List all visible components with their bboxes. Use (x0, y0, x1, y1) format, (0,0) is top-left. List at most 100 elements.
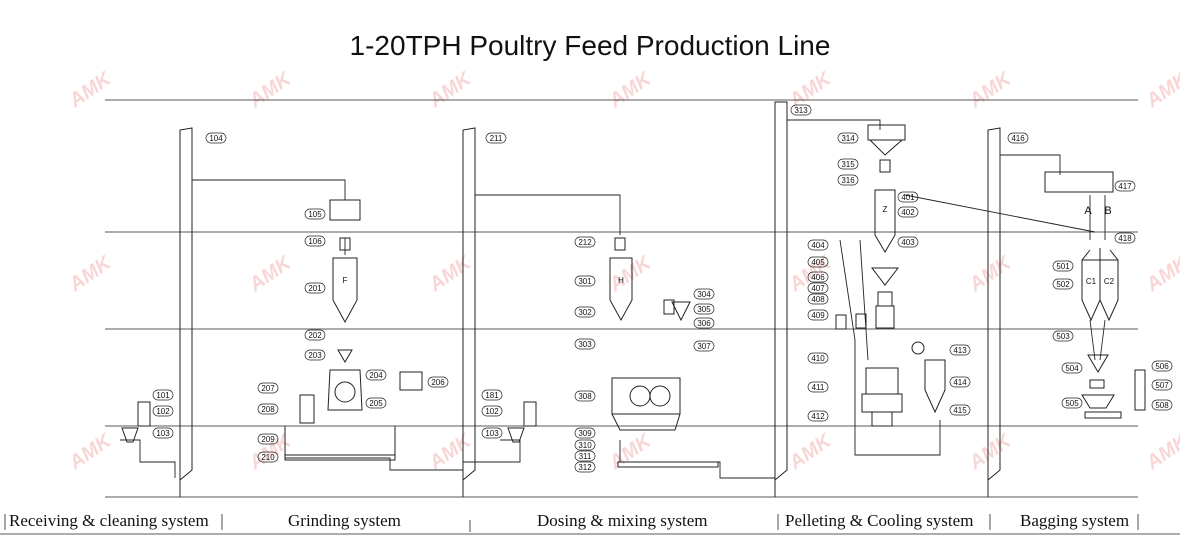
svg-text:412: 412 (811, 412, 825, 421)
label-181: 181 (481, 389, 503, 401)
elevators (179, 101, 1001, 497)
svg-text:311: 311 (579, 452, 592, 461)
svg-text:316: 316 (841, 176, 855, 185)
label-503: 503 (1052, 330, 1074, 342)
svg-text:310: 310 (578, 441, 592, 450)
label-418: 418 (1114, 232, 1136, 244)
section-dosing-mixing: Dosing & mixing system (537, 511, 708, 530)
label-316: 316 (837, 174, 859, 186)
label-201: 201 (304, 282, 326, 294)
label-506: 506 (1151, 360, 1173, 372)
svg-text:308: 308 (578, 392, 592, 401)
svg-text:314: 314 (841, 134, 855, 143)
svg-text:407: 407 (811, 284, 825, 293)
svg-text:405: 405 (811, 258, 825, 267)
label-315: 315 (837, 158, 859, 170)
bin-letter-c2: C2 (1104, 277, 1115, 286)
label-508: 508 (1151, 399, 1173, 411)
svg-text:416: 416 (1011, 134, 1025, 143)
label-406: 406 (807, 271, 829, 283)
label-417: 417 (1114, 180, 1136, 192)
label-202: 202 (304, 329, 326, 341)
svg-text:304: 304 (697, 290, 711, 299)
section-receiving-cleaning: Receiving & cleaning system (9, 511, 209, 530)
svg-text:313: 313 (794, 106, 808, 115)
label-414: 414 (949, 376, 971, 388)
svg-text:410: 410 (811, 354, 825, 363)
bin-letter-c1: C1 (1086, 277, 1097, 286)
svg-text:404: 404 (811, 241, 825, 250)
page-title: 1-20TPH Poultry Feed Production Line (349, 30, 831, 61)
svg-text:504: 504 (1065, 364, 1079, 373)
svg-text:101: 101 (156, 391, 170, 400)
label-106: 106 (304, 235, 326, 247)
label-412: 412 (807, 410, 829, 422)
svg-text:210: 210 (261, 453, 275, 462)
label-307: 307 (693, 340, 715, 352)
svg-text:413: 413 (953, 346, 967, 355)
label-206: 206 (427, 376, 449, 388)
svg-text:212: 212 (578, 238, 592, 247)
label-410: 410 (807, 352, 829, 364)
label-507: 507 (1151, 379, 1173, 391)
svg-text:315: 315 (841, 160, 855, 169)
svg-text:103: 103 (156, 429, 170, 438)
label-101: 101 (152, 389, 174, 401)
svg-text:302: 302 (578, 308, 592, 317)
label-413: 413 (949, 344, 971, 356)
label-408: 408 (807, 293, 829, 305)
label-310: 310 (574, 439, 596, 451)
label-415: 415 (949, 404, 971, 416)
svg-text:406: 406 (811, 273, 825, 282)
svg-text:307: 307 (697, 342, 711, 351)
label-210: 210 (257, 451, 279, 463)
label-312: 312 (574, 461, 596, 473)
svg-text:106: 106 (308, 237, 322, 246)
svg-text:105: 105 (308, 210, 322, 219)
label-407: 407 (807, 282, 829, 294)
section-pelleting-cooling: Pelleting & Cooling system (785, 511, 974, 530)
svg-text:181: 181 (485, 391, 499, 400)
svg-text:203: 203 (308, 351, 322, 360)
svg-text:418: 418 (1118, 234, 1132, 243)
svg-text:104: 104 (209, 134, 223, 143)
svg-text:507: 507 (1155, 381, 1169, 390)
svg-text:305: 305 (697, 305, 711, 314)
label-401: 401 (897, 191, 919, 203)
label-304: 304 (693, 288, 715, 300)
label-207: 207 (257, 382, 279, 394)
label-308: 308 (574, 390, 596, 402)
svg-text:506: 506 (1155, 362, 1169, 371)
bin-letter-h: H (618, 276, 624, 285)
label-403: 403 (897, 236, 919, 248)
bin-letter-f: F (343, 276, 348, 285)
floor-lines (0, 99, 1180, 535)
label-205: 205 (365, 397, 387, 409)
section-bagging: Bagging system (1020, 511, 1130, 530)
svg-text:102: 102 (156, 407, 170, 416)
section-dividers (4, 514, 1139, 532)
bin-letters: F H Z C1 C2 A B (343, 205, 1115, 286)
label-504: 504 (1061, 362, 1083, 374)
svg-text:205: 205 (369, 399, 383, 408)
bin-letter-z: Z (883, 205, 888, 214)
svg-text:417: 417 (1118, 182, 1132, 191)
label-501: 501 (1052, 260, 1074, 272)
label-306: 306 (693, 317, 715, 329)
equipment-labels: 104 105 106 201 202 203 204 205 206 207 … (152, 104, 1173, 473)
svg-text:211: 211 (490, 134, 503, 143)
svg-text:415: 415 (953, 406, 967, 415)
label-309: 309 (574, 427, 596, 439)
label-204: 204 (365, 369, 387, 381)
svg-text:402: 402 (901, 208, 915, 217)
svg-text:201: 201 (308, 284, 322, 293)
label-402: 402 (897, 206, 919, 218)
svg-text:505: 505 (1065, 399, 1079, 408)
svg-text:503: 503 (1056, 332, 1070, 341)
label-212: 212 (574, 236, 596, 248)
svg-text:401: 401 (901, 193, 915, 202)
label-303: 303 (574, 338, 596, 350)
label-209: 209 (257, 433, 279, 445)
label-411: 411 (807, 381, 829, 393)
svg-text:501: 501 (1056, 262, 1070, 271)
